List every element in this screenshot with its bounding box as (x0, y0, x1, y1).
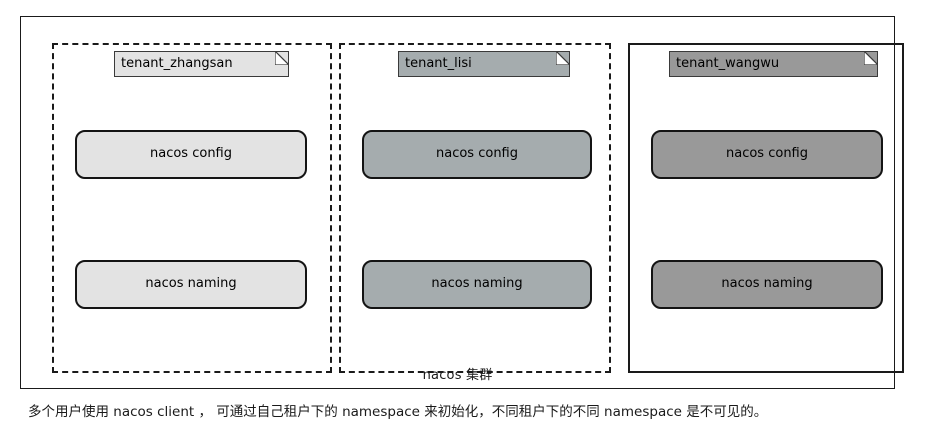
note-fold-icon (864, 51, 878, 65)
note-fold-icon (556, 51, 570, 65)
tenant-label-zhangsan: tenant_zhangsan (114, 51, 289, 77)
tenant-label-lisi: tenant_lisi (398, 51, 570, 77)
tenant-label-wangwu: tenant_wangwu (669, 51, 878, 77)
tenant-label-text: tenant_zhangsan (121, 56, 233, 71)
tenant-package-lisi: tenant_lisi nacos config nacos naming (339, 43, 611, 373)
component-nacos-config[interactable]: nacos config (362, 130, 592, 179)
component-nacos-naming[interactable]: nacos naming (651, 260, 883, 309)
component-nacos-config[interactable]: nacos config (651, 130, 883, 179)
component-nacos-naming[interactable]: nacos naming (75, 260, 307, 309)
tenant-package-zhangsan: tenant_zhangsan nacos config nacos namin… (52, 43, 332, 373)
component-nacos-config[interactable]: nacos config (75, 130, 307, 179)
cluster-label: nacos 集群 (422, 368, 493, 383)
component-nacos-naming[interactable]: nacos naming (362, 260, 592, 309)
nacos-cluster-frame: tenant_zhangsan nacos config nacos namin… (20, 16, 904, 389)
tenant-package-wangwu: tenant_wangwu nacos config nacos naming (628, 43, 904, 373)
note-fold-icon (275, 51, 289, 65)
tenant-label-text: tenant_lisi (405, 56, 472, 71)
tenant-label-text: tenant_wangwu (676, 56, 780, 71)
diagram-caption: 多个用户使用 nacos client ， 可通过自己租户下的 namespac… (28, 404, 768, 420)
